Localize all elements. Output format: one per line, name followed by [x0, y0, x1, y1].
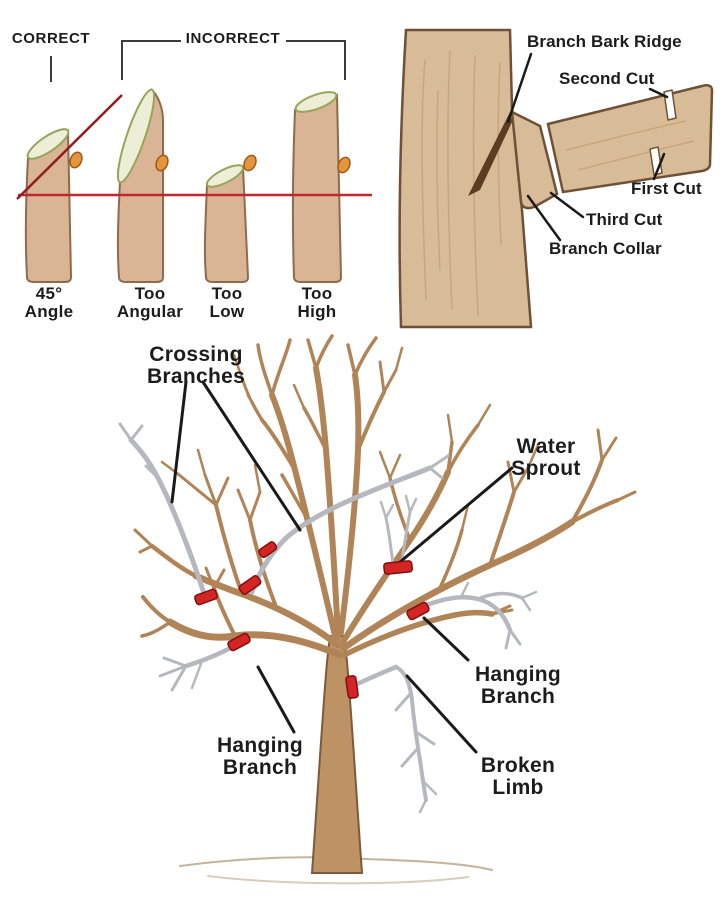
stub-label-too-low: Too Low	[209, 284, 245, 321]
first-cut-label: First Cut	[631, 179, 702, 198]
bud-icon	[243, 154, 257, 172]
stub-label-too-high: Too High	[297, 284, 337, 321]
pruning-marks	[194, 541, 430, 699]
broken-limb-label: Broken Limb	[480, 754, 556, 799]
pruning-mark-hanging-left	[227, 632, 251, 652]
healthy-branches	[133, 334, 637, 659]
cut-angle-drawing	[16, 40, 372, 283]
crossing-branches-label: Crossing Branches	[146, 343, 246, 388]
pruning-mark-left	[194, 588, 218, 606]
bud-icon	[69, 151, 83, 169]
bark-texture	[421, 49, 502, 316]
bud-icon	[337, 156, 351, 174]
stub-too-angular	[116, 88, 169, 283]
branch-collar-shape	[510, 109, 559, 210]
stub-45-angle	[24, 128, 83, 283]
leader-lines	[170, 380, 514, 754]
stub-label-45-angle: 45° Angle	[24, 284, 74, 321]
stub-too-high	[291, 91, 351, 283]
pruning-mark-water-sprout	[383, 560, 414, 575]
branch-collar-label: Branch Collar	[549, 239, 662, 258]
bracket-lines	[50, 40, 346, 82]
cut-face	[294, 91, 338, 113]
pruning-mark-hanging-right	[406, 601, 430, 621]
stub-label-too-angular: Too Angular	[116, 284, 184, 321]
branch-texture	[565, 120, 695, 171]
third-cut-label: Third Cut	[586, 210, 663, 229]
branch	[546, 83, 714, 194]
problem-branches	[118, 422, 538, 814]
bark-ridge-shading	[468, 112, 512, 196]
incorrect-label: INCORRECT	[185, 30, 281, 47]
cut-angle-panel: CORRECT INCORRECT 45° Angle Too Angular …	[0, 0, 390, 332]
three-cut-panel: Branch Bark Ridge Second Cut First Cut T…	[390, 0, 720, 332]
45-degree-red-line	[16, 94, 123, 200]
tree-trunk	[310, 635, 364, 874]
water-sprout-label: Water Sprout	[511, 435, 581, 480]
hanging-branch-left-label: Hanging Branch	[216, 734, 304, 779]
branch-bark-ridge-label: Branch Bark Ridge	[527, 32, 682, 51]
pruning-mark-crossing	[238, 575, 262, 595]
leader-lines	[506, 52, 669, 242]
correct-label: CORRECT	[11, 30, 91, 47]
hanging-branch-right-label: Hanging Branch	[474, 663, 562, 708]
three-cut-drawing	[398, 28, 714, 329]
bud-icon	[155, 154, 169, 172]
trunk	[398, 28, 533, 329]
cut-face	[116, 88, 156, 184]
pruning-mark-crossing-upper	[258, 541, 278, 559]
pruning-mark-broken-limb	[345, 675, 359, 699]
stub-too-low	[203, 154, 257, 283]
second-cut-label: Second Cut	[559, 69, 655, 88]
cut-face	[205, 164, 245, 188]
cut-face	[26, 128, 70, 160]
tree-drawing	[118, 334, 637, 885]
tree-panel: Crossing Branches Water Sprout Hanging B…	[0, 332, 720, 913]
